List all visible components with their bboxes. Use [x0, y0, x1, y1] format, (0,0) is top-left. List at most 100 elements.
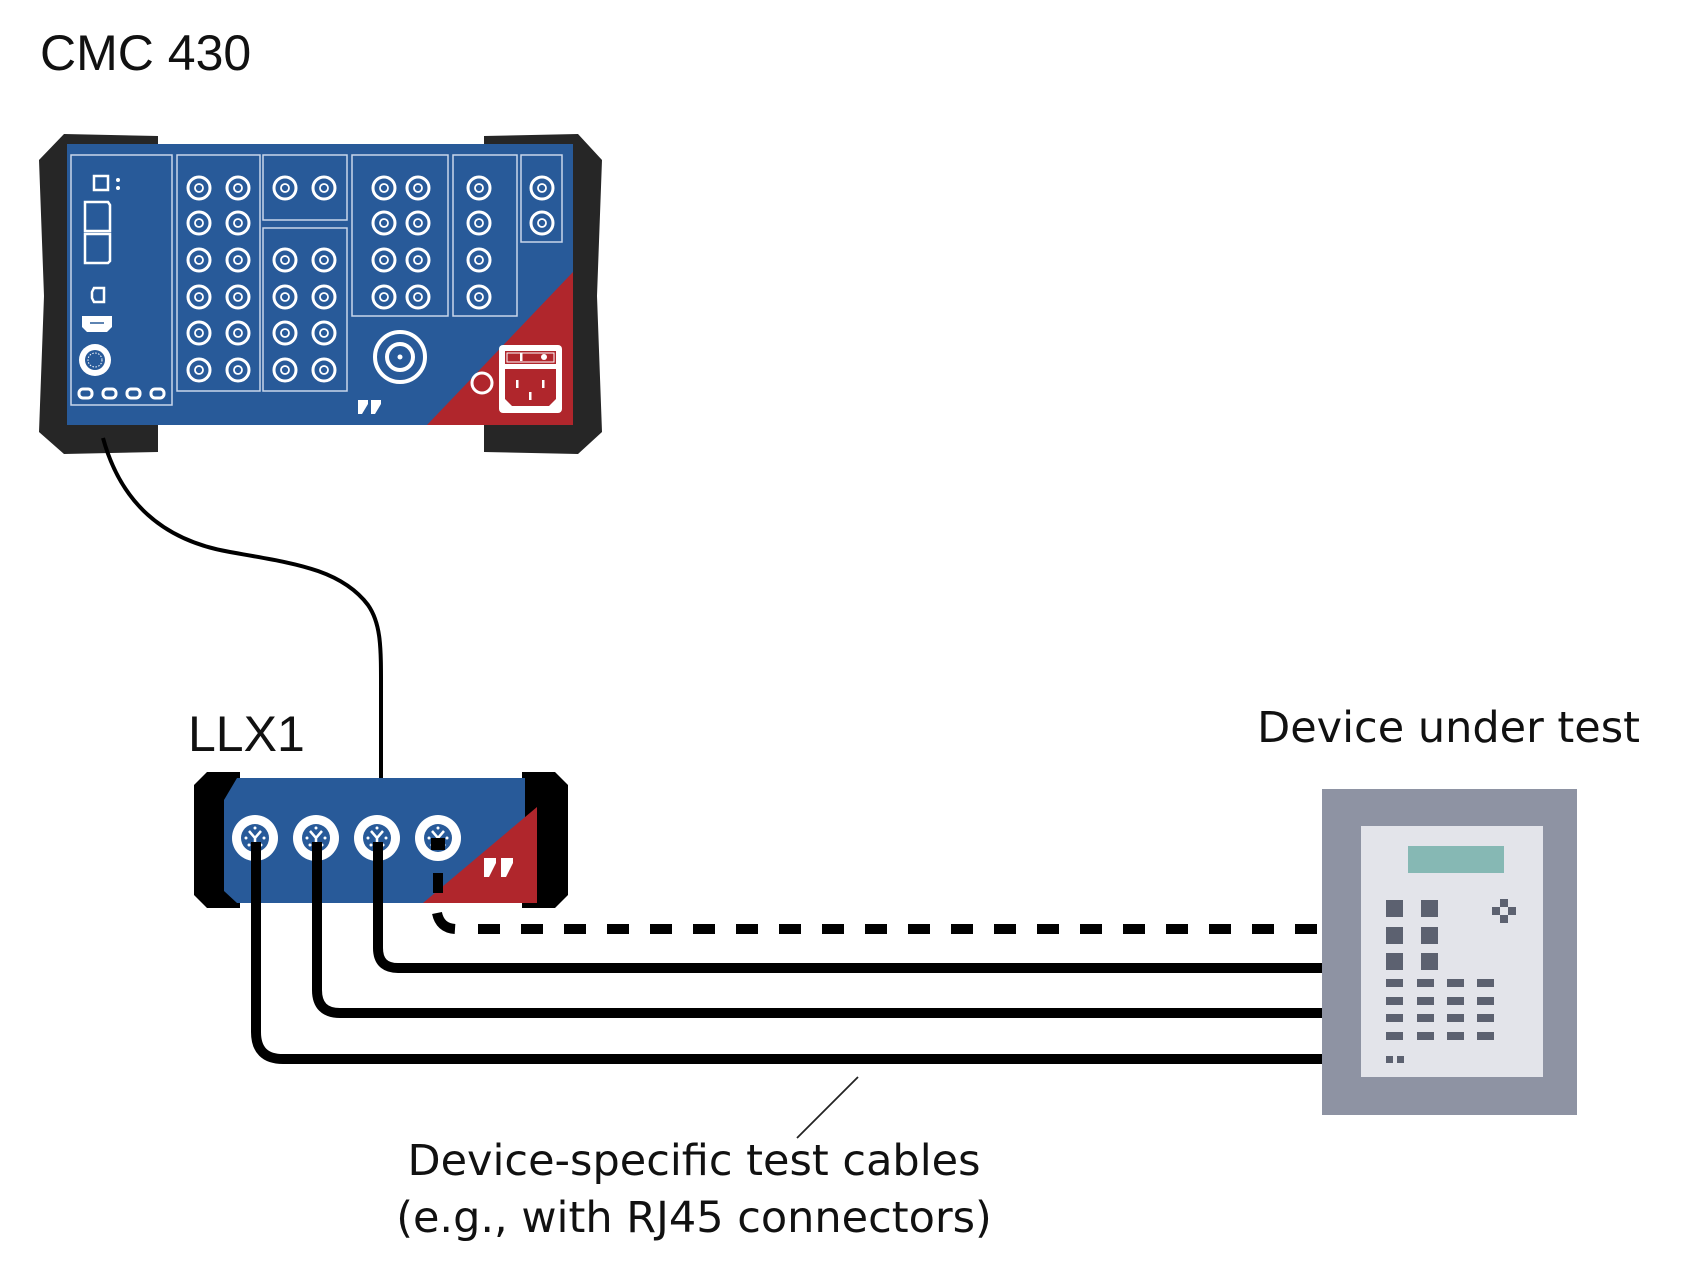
cmc-subpanel: [262, 227, 348, 392]
banana-jack-icon: [186, 175, 212, 201]
llx1-device: [194, 772, 568, 908]
banana-jack-icon: [311, 357, 337, 383]
llx1-port-1: [232, 815, 278, 861]
banana-jack-icon: [272, 175, 298, 201]
small-port-icon: [77, 387, 94, 400]
dut-keypad-key: [1417, 979, 1434, 987]
cmc-subpanel: [351, 154, 449, 317]
banana-jack-icon: [311, 175, 337, 201]
dut-keypad-key: [1477, 979, 1494, 987]
cmc-small-ports: [77, 387, 166, 400]
dut-function-key: [1421, 953, 1438, 970]
cmc-subpanel: [176, 154, 261, 392]
test-cable-3: [373, 842, 1322, 973]
dut-keypad-key: [1477, 1032, 1494, 1040]
navigation-cross-icon: [1492, 899, 1516, 923]
banana-jack-icon: [272, 320, 298, 346]
banana-jack-icon: [405, 210, 431, 236]
llx1-port-row: [232, 815, 461, 861]
banana-jack-icon: [186, 210, 212, 236]
cmc-large-socket-icon: [373, 330, 427, 384]
dut-function-key: [1421, 927, 1438, 944]
banana-jack-icon: [466, 247, 492, 273]
caption-leader-line: [796, 1076, 859, 1139]
dut-keypad-key: [1417, 997, 1434, 1005]
indicator-dot-icon: [116, 186, 120, 190]
dut-label: Device under test: [1257, 703, 1640, 753]
dut-status-led: [1386, 1056, 1393, 1063]
dut-keypad: [1386, 900, 1494, 1063]
banana-jack-icon: [225, 210, 251, 236]
test-cables: [251, 842, 1322, 1064]
dut-function-key: [1386, 953, 1403, 970]
hdmi-port-icon: [82, 316, 112, 332]
banana-jack-icon: [405, 284, 431, 310]
test-cable-4-stub: [433, 873, 443, 893]
test-cable-4-bend: [432, 911, 456, 934]
dut-keypad-key: [1477, 1014, 1494, 1022]
banana-jack-icon: [371, 210, 397, 236]
cmc-subpanel: [520, 154, 563, 243]
dut-keypad-key: [1447, 1014, 1464, 1022]
banana-jack-icon: [466, 284, 492, 310]
caption-line-2: (e.g., with RJ45 connectors): [396, 1193, 992, 1243]
small-port-icon: [149, 387, 166, 400]
omicron-logo-icon: [358, 400, 381, 414]
fuse-holder-icon: [470, 371, 494, 395]
indicator-dot-icon: [116, 178, 120, 182]
llx1-red-corner: [423, 807, 537, 903]
led-indicator-icon: [92, 174, 110, 192]
omicron-logo-icon: [484, 858, 513, 877]
dut-keypad-key: [1386, 1032, 1403, 1040]
cmc-to-llx1-cable: [101, 437, 384, 778]
banana-jack-icon: [311, 284, 337, 310]
dut-display: [1408, 846, 1504, 873]
llx1-port-3: [354, 815, 400, 861]
banana-jack-icon: [311, 247, 337, 273]
dut-keypad-key: [1417, 1014, 1434, 1022]
banana-jack-icon: [311, 320, 337, 346]
usb-b-port-icon: [90, 286, 106, 304]
banana-jack-icon: [225, 247, 251, 273]
banana-jack-icon: [272, 284, 298, 310]
banana-jack-icon: [186, 357, 212, 383]
dut-keypad-key: [1447, 1032, 1464, 1040]
dut-keypad-key: [1477, 997, 1494, 1005]
banana-jack-icon: [371, 284, 397, 310]
banana-jack-icon: [186, 320, 212, 346]
banana-jack-icon: [529, 175, 555, 201]
dut-keypad-key: [1386, 1014, 1403, 1022]
cmc-subpanel: [262, 154, 348, 221]
banana-jack-icon: [225, 175, 251, 201]
banana-jack-icon: [529, 210, 555, 236]
dut-status-led: [1397, 1056, 1404, 1063]
cmc-label: CMC 430: [40, 25, 251, 81]
banana-jack-icon: [371, 247, 397, 273]
caption-line-1: Device-specific test cables: [407, 1136, 980, 1186]
dut-function-key: [1386, 900, 1403, 917]
banana-jack-icon: [405, 175, 431, 201]
dut-function-key: [1386, 927, 1403, 944]
llx1-label: LLX1: [188, 706, 305, 762]
test-cable-1: [251, 842, 1322, 1064]
device-under-test: [1322, 789, 1577, 1115]
power-inlet-icon: [499, 345, 562, 413]
llx1-port-4: [415, 815, 461, 861]
small-port-icon: [101, 387, 118, 400]
cmc-subpanel: [452, 154, 518, 317]
banana-jack-icon: [225, 284, 251, 310]
banana-jack-icon: [466, 210, 492, 236]
banana-jack-icon: [186, 284, 212, 310]
cmc-io-subpanel: [70, 154, 173, 406]
cmc-jack-grid: [186, 175, 555, 383]
dut-keypad-key: [1447, 979, 1464, 987]
banana-jack-icon: [371, 175, 397, 201]
dut-function-key: [1421, 900, 1438, 917]
llx1-port-2: [293, 815, 339, 861]
banana-jack-icon: [405, 247, 431, 273]
cmc-430-device: [39, 134, 602, 454]
banana-jack-icon: [272, 247, 298, 273]
banana-jack-icon: [225, 320, 251, 346]
dut-keypad-key: [1447, 997, 1464, 1005]
